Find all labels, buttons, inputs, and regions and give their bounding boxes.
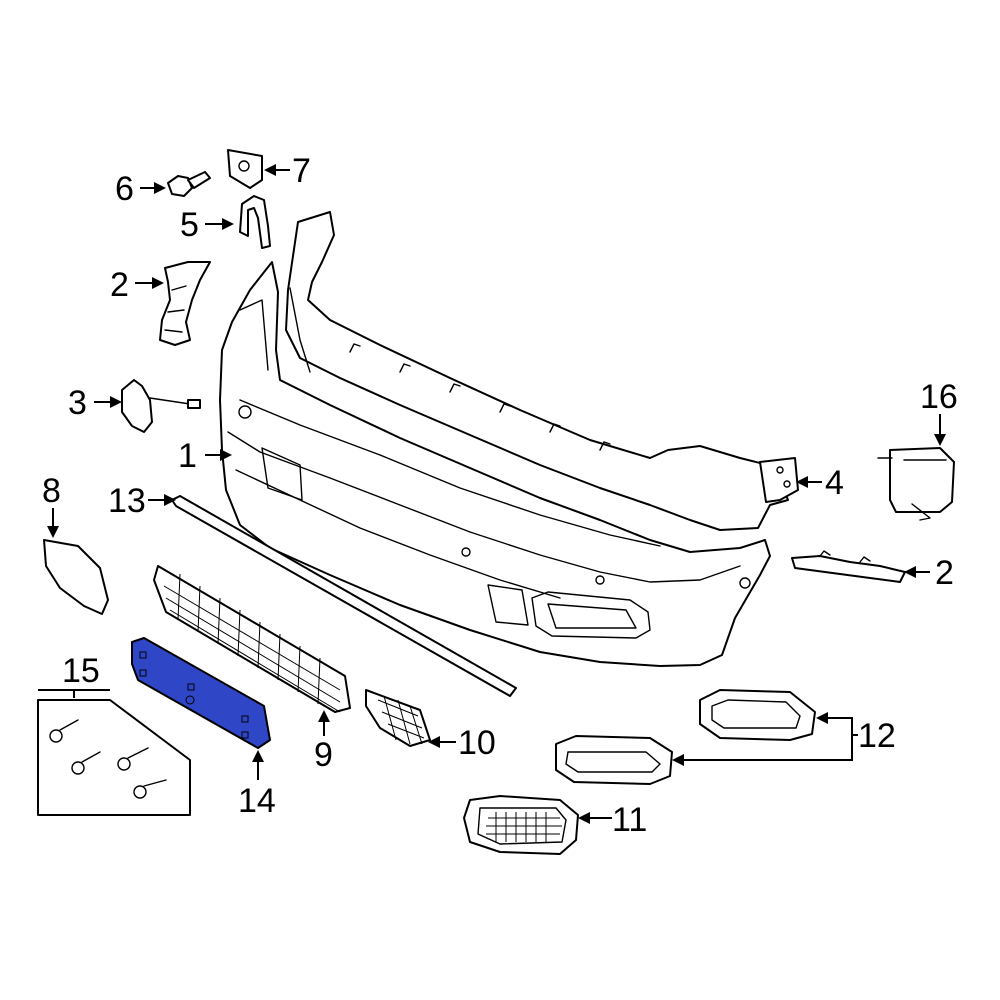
callout-4: 4 [825,464,844,502]
callout-12: 12 [858,717,896,755]
lower-grille [153,565,351,713]
small-grille-insert [365,689,431,747]
trim-strip [171,495,517,697]
callout-3: 3 [68,384,87,422]
bumper-bracket-left [159,261,211,346]
callout-11: 11 [612,801,647,839]
fog-lamp-bezel [463,795,579,855]
callout-1: 1 [178,437,197,475]
part-4-reinforcement [759,457,799,503]
license-plate-bracket [131,637,271,749]
callout-labels: 1 2 2 3 4 5 6 7 8 9 10 11 12 13 14 15 16 [42,152,958,839]
callout-14: 14 [238,782,276,820]
callout-10: 10 [458,724,496,762]
u-clip [239,195,271,249]
callout-5: 5 [180,206,199,244]
callout-2-right: 2 [935,554,954,592]
nut-clip [227,149,263,189]
tow-hook-cover [121,379,201,433]
callout-2-left: 2 [110,266,129,304]
callout-9: 9 [314,736,333,774]
sensor-module [877,447,955,521]
bumper-bracket-right [791,555,906,583]
fog-lamp-trim-set [555,689,816,785]
leader-lines [38,164,946,824]
callout-7: 7 [292,152,311,190]
callout-8: 8 [42,472,61,510]
side-cap [43,539,109,615]
callout-13: 13 [108,482,146,520]
bolt [167,171,211,197]
callout-16: 16 [920,378,958,416]
callout-6: 6 [115,170,134,208]
bumper-cover [219,211,789,667]
callout-15: 15 [62,652,100,690]
screw-kit [37,699,191,816]
